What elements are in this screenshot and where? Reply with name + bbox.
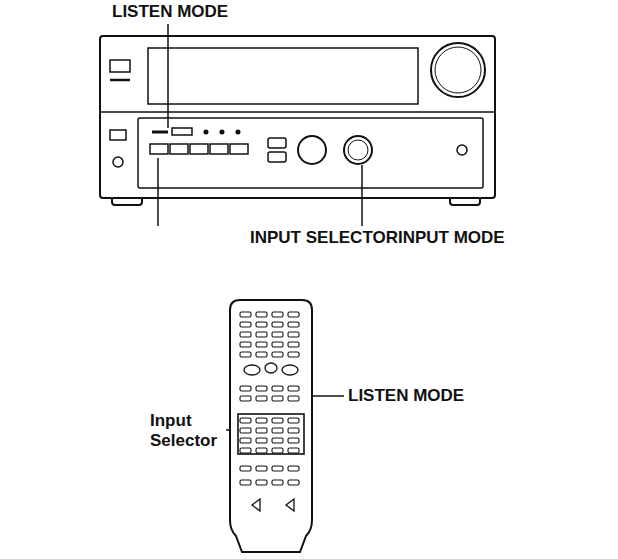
remote-button: [240, 418, 251, 423]
remote-button: [240, 448, 251, 453]
remote-button: [288, 428, 299, 433]
remote-button: [256, 386, 267, 391]
remote-button: [240, 332, 251, 337]
remote-button: [288, 438, 299, 443]
remote-control: [230, 300, 312, 552]
remote-button: [288, 418, 299, 423]
remote-button: [240, 480, 251, 485]
remote-button: [256, 466, 267, 471]
remote-button: [256, 480, 267, 485]
button-label: LISTEN MODE: [112, 2, 228, 22]
remote-button: [256, 396, 267, 401]
remote-button: [272, 466, 283, 471]
remote-button: [256, 332, 267, 337]
remote-button: [288, 466, 299, 471]
remote-button: [272, 428, 283, 433]
receiver: [100, 36, 495, 205]
remote-button: [272, 342, 283, 347]
remote-button: [288, 352, 299, 357]
remote-button: [288, 342, 299, 347]
remote-button: [240, 352, 251, 357]
remote-button: [272, 312, 283, 317]
remote-button: [272, 322, 283, 327]
remote-button: [240, 428, 251, 433]
remote-button: [272, 448, 283, 453]
remote-button: [240, 396, 251, 401]
remote-button: [256, 322, 267, 327]
remote-button: [256, 342, 267, 347]
remote-button: [240, 312, 251, 317]
remote-button: [288, 448, 299, 453]
remote-button: [272, 352, 283, 357]
control-label: Input Selector: [150, 411, 224, 451]
remote-button: [272, 480, 283, 485]
remote-button: [240, 386, 251, 391]
remote-button: [288, 332, 299, 337]
remote-button: [256, 428, 267, 433]
button-label: LISTEN MODE: [348, 386, 464, 406]
remote-button: [240, 342, 251, 347]
remote-button: [272, 418, 283, 423]
remote-button: [288, 312, 299, 317]
remote-button: [256, 438, 267, 443]
remote-button: [272, 332, 283, 337]
remote-button: [272, 438, 283, 443]
remote-button: [288, 322, 299, 327]
remote-button: [272, 386, 283, 391]
remote-button: [240, 466, 251, 471]
button-label: INPUT SELECTORINPUT MODE: [250, 228, 505, 248]
remote-button: [288, 396, 299, 401]
remote-button: [256, 418, 267, 423]
remote-button: [256, 312, 267, 317]
remote-button: [288, 480, 299, 485]
remote-button: [272, 396, 283, 401]
remote-button: [256, 352, 267, 357]
leader-lines: [158, 24, 362, 430]
remote-button: [240, 438, 251, 443]
remote-button: [256, 448, 267, 453]
remote-button: [288, 386, 299, 391]
remote-button: [240, 322, 251, 327]
